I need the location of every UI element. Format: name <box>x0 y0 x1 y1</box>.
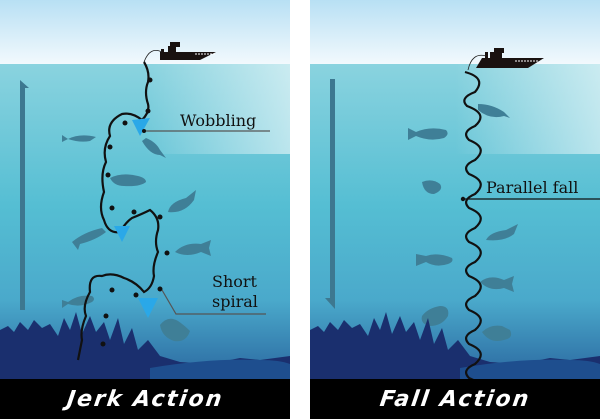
seabed <box>0 312 290 379</box>
fish-icon <box>408 128 448 140</box>
parallel-fall-label: Parallel fall <box>486 178 578 197</box>
fish-icon <box>480 276 514 292</box>
fish-icon <box>62 135 96 142</box>
line-knot <box>133 292 139 298</box>
sky <box>310 0 600 64</box>
short-label: Short <box>212 272 258 291</box>
line-knot <box>105 172 111 178</box>
fall-action-title-bar: Fall Action <box>310 379 600 419</box>
line-knot <box>109 287 115 293</box>
lure-spiral-icon <box>138 298 158 318</box>
fishing-rod <box>467 54 487 71</box>
line-knot <box>122 120 128 126</box>
line-knot <box>100 341 106 347</box>
sky <box>0 0 290 64</box>
lure-wobble-icon <box>114 226 130 242</box>
lure-wobble-icon <box>132 118 150 136</box>
fish-icon <box>422 180 442 194</box>
leader-dot <box>460 196 466 202</box>
line-knot <box>131 209 137 215</box>
jerk-action-title: Jerk Action <box>64 386 225 412</box>
fall-spiral-line <box>463 70 482 379</box>
boat-icon <box>160 42 216 60</box>
water-glare <box>310 64 600 154</box>
fall-action-title: Fall Action <box>378 386 532 412</box>
fish-icon <box>482 325 512 341</box>
fall-action-panel: Parallel fall Fall Action <box>310 0 600 419</box>
fish-icon <box>416 254 453 266</box>
fish-icon <box>160 318 190 342</box>
line-knot <box>145 108 151 114</box>
jerk-action-scene: Wobbling Short spiral <box>0 0 290 379</box>
depth-arrow-down-icon <box>325 79 335 309</box>
line-knot <box>157 214 163 220</box>
depth-arrow-icon <box>20 80 29 310</box>
fish-icon <box>175 240 211 256</box>
line-knot <box>109 205 115 211</box>
seafloor-ridge <box>150 359 290 379</box>
fall-action-scene: Parallel fall <box>310 0 600 379</box>
fish-icon <box>168 190 196 213</box>
seabed <box>310 312 600 379</box>
jerk-action-panel: Wobbling Short spiral Jerk Action <box>0 0 290 419</box>
spiral-label: spiral <box>212 292 258 311</box>
fish-icon <box>486 224 518 241</box>
leader-dot <box>142 129 146 133</box>
fish-icon <box>72 228 106 250</box>
seafloor-ridge <box>460 359 600 379</box>
line-knot <box>157 286 163 292</box>
line-knot <box>107 144 113 150</box>
fish-icon <box>478 104 510 118</box>
line-knot <box>103 313 109 319</box>
fish-icon <box>110 174 146 187</box>
jerk-line <box>76 61 160 361</box>
jerk-action-title-bar: Jerk Action <box>0 379 290 419</box>
line-knot <box>147 77 153 83</box>
boat-icon <box>476 48 544 68</box>
short-spiral-leader <box>161 289 266 315</box>
fish-icon <box>142 138 166 158</box>
line-knot <box>164 250 170 256</box>
wobbling-label: Wobbling <box>180 111 256 130</box>
fishing-rod <box>143 49 163 63</box>
